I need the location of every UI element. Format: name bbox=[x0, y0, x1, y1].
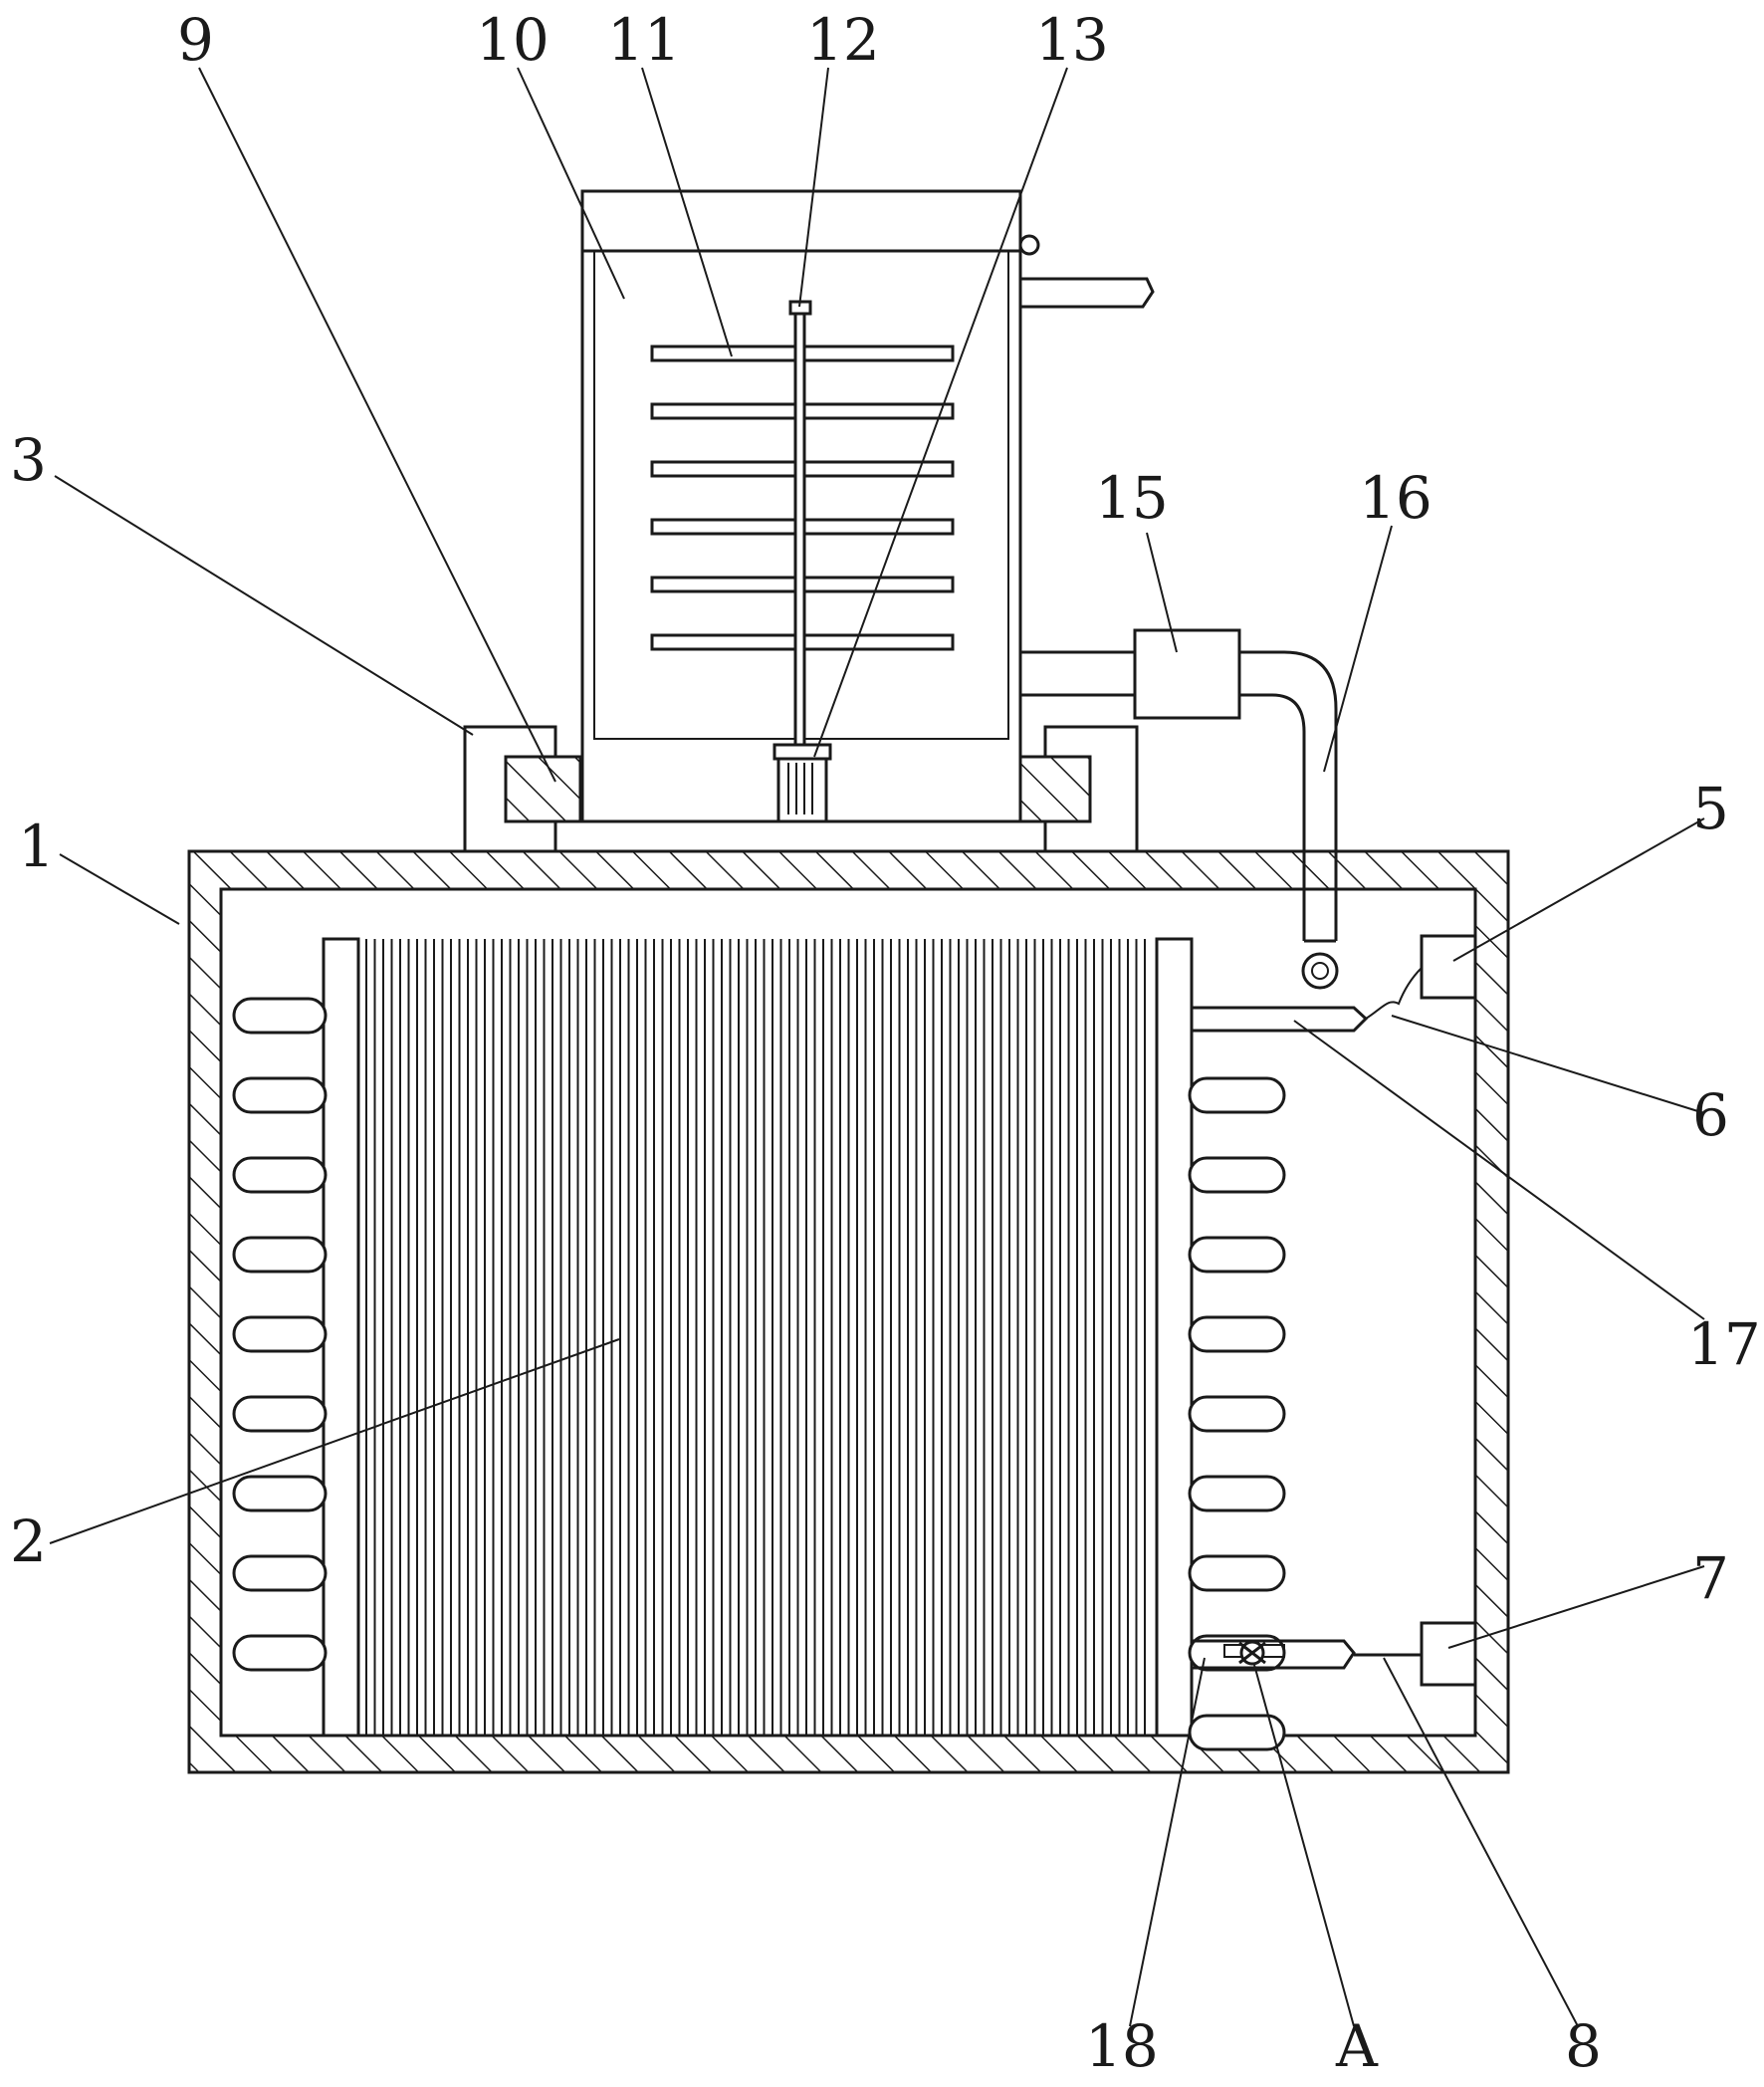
label-8: 8 bbox=[1565, 2012, 1602, 2080]
tube-left bbox=[232, 1475, 328, 1512]
leader-lines bbox=[49, 67, 1705, 2027]
tube-right bbox=[1188, 1395, 1286, 1433]
tube-left bbox=[232, 1634, 328, 1672]
heat-sink bbox=[232, 937, 1286, 1751]
label-A: A bbox=[1335, 2012, 1379, 2080]
mount-blocks bbox=[504, 755, 1092, 823]
label-13: 13 bbox=[1035, 6, 1109, 74]
right-tubes bbox=[1188, 1076, 1286, 1751]
tube-left bbox=[232, 1395, 328, 1433]
housing bbox=[187, 849, 1510, 1774]
tube-right bbox=[1188, 1076, 1286, 1114]
tube-right bbox=[1188, 1156, 1286, 1194]
tube-left bbox=[232, 997, 328, 1035]
label-6: 6 bbox=[1692, 1081, 1729, 1149]
tube-right bbox=[1188, 1475, 1286, 1512]
label-15: 15 bbox=[1095, 464, 1169, 532]
tube-left bbox=[232, 1554, 328, 1592]
label-11: 11 bbox=[607, 6, 681, 74]
tube-right bbox=[1188, 1315, 1286, 1353]
label-16: 16 bbox=[1359, 464, 1433, 532]
label-10: 10 bbox=[476, 6, 550, 74]
tube-left bbox=[232, 1156, 328, 1194]
label-18: 18 bbox=[1085, 2012, 1159, 2080]
tube-left bbox=[232, 1076, 328, 1114]
label-3: 3 bbox=[10, 426, 47, 494]
label-12: 12 bbox=[806, 6, 880, 74]
support-frame bbox=[463, 725, 1139, 853]
left-tubes bbox=[232, 997, 328, 1672]
label-1: 1 bbox=[18, 812, 55, 880]
labels: 1 2 3 9 10 11 12 13 15 16 5 6 17 7 18 A … bbox=[10, 6, 1761, 2080]
label-7: 7 bbox=[1692, 1544, 1729, 1612]
label-9: 9 bbox=[177, 6, 214, 74]
pump-assembly bbox=[1020, 628, 1477, 1033]
tube-left bbox=[232, 1236, 328, 1274]
motor bbox=[772, 743, 832, 823]
fin-lines bbox=[365, 939, 1146, 1736]
tube-left bbox=[232, 1315, 328, 1353]
bottom-assembly bbox=[1192, 1621, 1477, 1687]
label-5: 5 bbox=[1692, 775, 1729, 842]
label-2: 2 bbox=[10, 1507, 47, 1575]
tube-right bbox=[1188, 1236, 1286, 1274]
tube-right bbox=[1188, 1554, 1286, 1592]
label-17: 17 bbox=[1687, 1310, 1761, 1378]
